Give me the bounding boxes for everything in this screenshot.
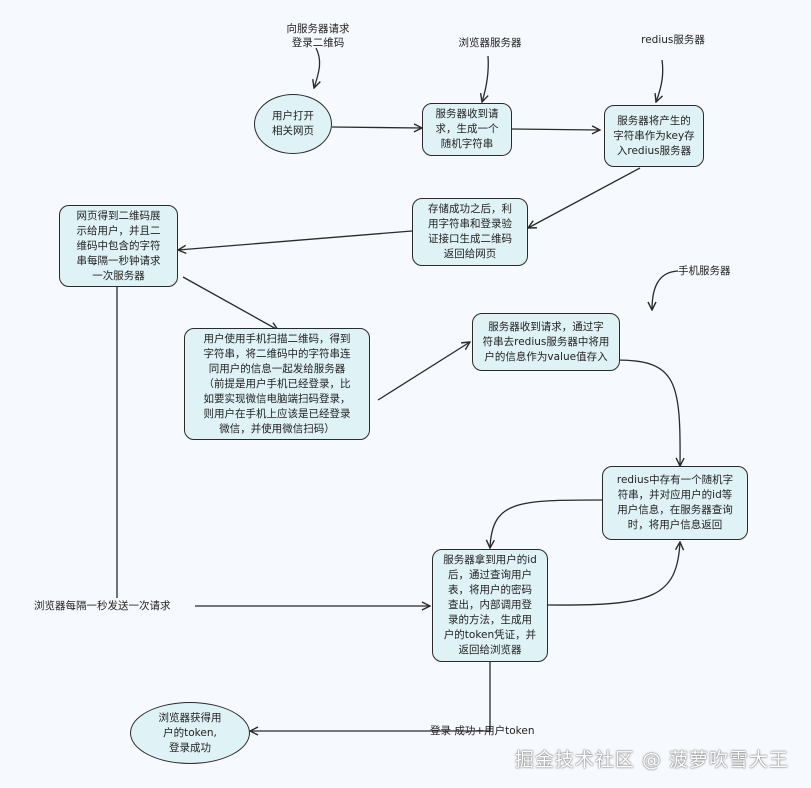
node-browser-token: 浏览器获得用 户的token, 登录成功 <box>130 702 250 764</box>
node-store-success: 存储成功之后，利 用字符串和登录验 证接口生成二维码 返回给网页 <box>412 198 528 266</box>
mobile-server-pointer <box>652 270 679 310</box>
label-mobile-server: 手机服务器 <box>678 265 731 277</box>
node-page-show: 网页得到二维码展 示给用户，并且二 维码中包含的字符 串每隔一秒钟请求 一次服务… <box>59 205 178 287</box>
arrow-server-to-redis <box>511 129 600 130</box>
arrow-server2-to-redishas <box>615 359 680 466</box>
label-browser-poll: 浏览器每隔一秒发送一次请求 <box>34 600 171 612</box>
node-server-get-id: 服务器拿到用户的id 后，通过查询用户 表，将用户的密码 查出，内部调用登 录的… <box>432 549 548 662</box>
arrow-scan-to-server2 <box>377 342 470 401</box>
arrow-redis-to-store <box>528 167 641 228</box>
node-open-page: 用户打开 相关网页 <box>254 94 332 154</box>
arrow-getid-to-redishas <box>547 542 680 606</box>
watermark: 掘金技术社区 @ 菠萝吹雪大王 <box>514 749 789 771</box>
arrow-getid-to-browser <box>250 662 491 731</box>
node-redis-store: 服务器将产生的 字符串作为key存 入redius服务器 <box>604 105 704 167</box>
label-qr-request: 向服务器请求 登录二维码 <box>286 23 350 49</box>
node-server-receive-2: 服务器收到请求，通过字 符串去redius服务器中将用 户的信息作为value值… <box>472 313 620 371</box>
arrow-open-to-server <box>331 127 422 128</box>
node-user-scan: 用户使用手机扫描二维码，得到 字符串，将二维码中的字符串连 同用户的信息一起发给… <box>184 328 370 440</box>
arrow-page-to-scan <box>182 276 278 330</box>
node-server-receive: 服务器收到请 求，生成一个 随机字符串 <box>422 103 512 156</box>
arrow-store-to-page <box>178 230 413 250</box>
redius-server-pointer <box>656 59 664 102</box>
label-redius-server: redius服务器 <box>641 34 705 46</box>
label-browser-server: 浏览器服务器 <box>458 37 522 49</box>
label-login-success: 登录 成功+用户token <box>430 725 535 737</box>
node-redis-has: redius中存有一个随机字 符串，并对应用户的id等 用户信息，在服务器查询 … <box>602 466 748 540</box>
browser-server-pointer <box>482 55 489 102</box>
qr-request-pointer <box>314 47 320 88</box>
arrow-redishas-to-getid <box>490 499 605 548</box>
